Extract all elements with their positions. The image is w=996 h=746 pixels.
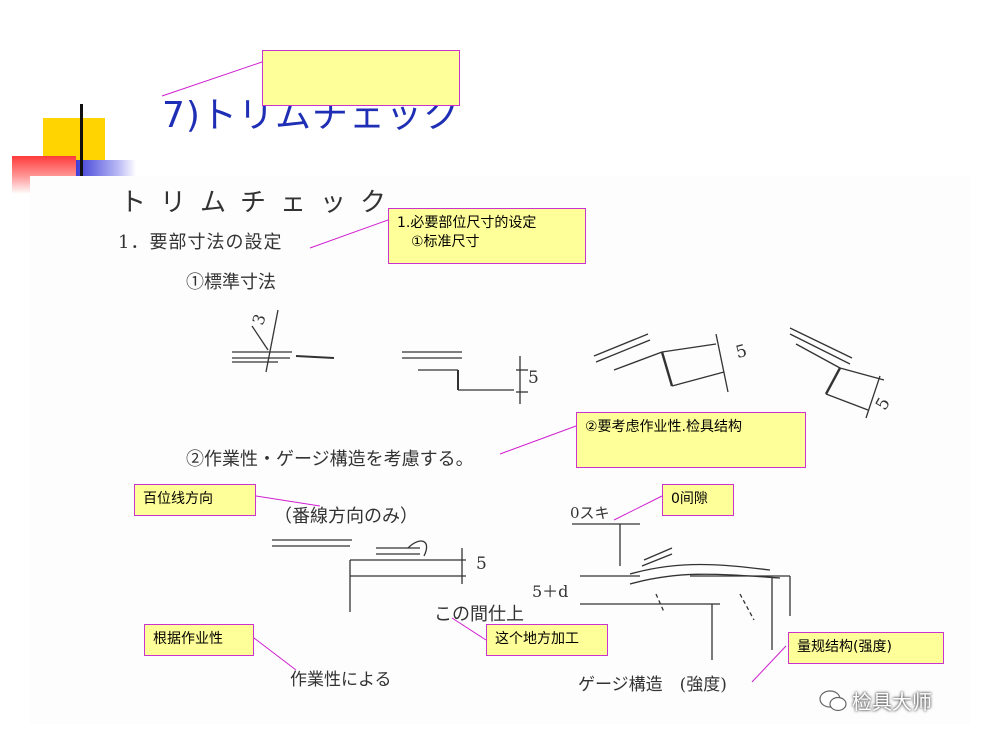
callout-machining: 这个地方加工 (486, 624, 608, 656)
watermark-text: 检具大师 (852, 690, 932, 714)
callout-dimension-setting-line2: ①标准尺寸 (397, 234, 480, 250)
drawing-6 (572, 523, 791, 660)
scan-item-1: 1．要部寸法の設定 (118, 232, 283, 253)
scan-heading: トリムチェック (120, 188, 401, 218)
callout-zero-gap: 0间隙 (662, 484, 734, 516)
wechat-icon (819, 690, 847, 712)
callout-workability-gauge: ②要考虑作业性.检具结构 (576, 412, 806, 468)
dimension-5-d: 5 (476, 554, 487, 574)
scan-label-workability: 作業性による (290, 670, 392, 690)
drawing-1 (232, 309, 335, 373)
callout-top-blank (262, 50, 460, 106)
scan-note-direction: （番線方向のみ） (274, 506, 418, 527)
scan-label-gauge: ゲージ構造 (強度) (578, 675, 727, 695)
drawing-2 (402, 351, 528, 404)
dimension-5-plus-d: 5＋d (532, 582, 569, 601)
drawing-5 (272, 539, 466, 612)
callout-dimension-setting: 1.必要部位尺寸的设定 ①标准尺寸 (388, 208, 586, 264)
callout-dimension-setting-line1: 1.必要部位尺寸的设定 (397, 215, 537, 231)
dimension-zero-gap: 0スキ (570, 504, 610, 522)
callout-direction: 百位线方向 (134, 484, 256, 516)
scan-label-here: この間仕上 (434, 604, 524, 625)
slide-corner-vertical-line (80, 104, 83, 186)
scan-item-1a: ①標準寸法 (186, 272, 276, 293)
callout-gauge-strength: 量规结构(强度) (788, 632, 944, 664)
callout-by-workability: 根据作业性 (144, 624, 254, 656)
dimension-5-a: 5 (528, 368, 539, 388)
scan-item-2: ②作業性・ゲージ構造を考慮する。 (186, 449, 474, 470)
drawing-4 (789, 327, 885, 419)
drawing-3 (593, 333, 729, 393)
slide-corner-blue-bar (76, 160, 136, 176)
